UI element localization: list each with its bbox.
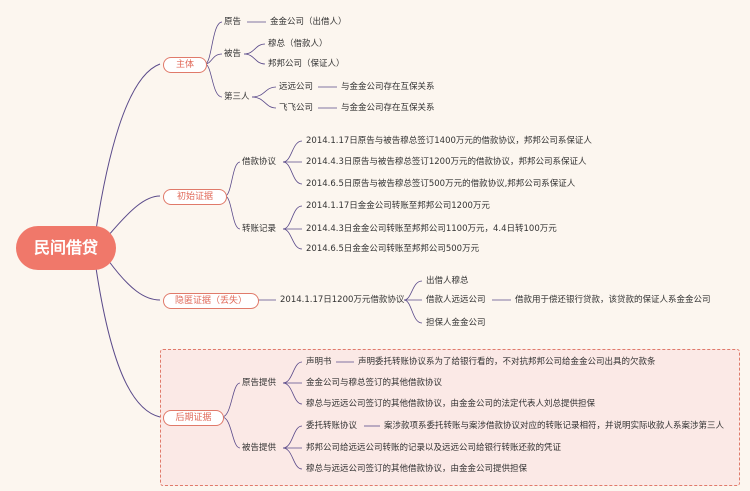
node-weituo-value[interactable]: 案涉款项系委托转账与案涉借款协议对应的转账记录相符，并说明实际收款人系案涉第三人 xyxy=(384,421,725,431)
node-weituo[interactable]: 委托转账协议 xyxy=(306,421,358,431)
later-evidence-highlight-area xyxy=(160,349,740,486)
node-zhuanzhang-1[interactable]: 2014.1.17日金金公司转账至邦邦公司1200万元 xyxy=(306,201,490,211)
section-chushi[interactable]: 初始证据 xyxy=(163,189,227,205)
node-yuangao-value[interactable]: 金金公司（出借人） xyxy=(270,17,347,27)
node-feifei[interactable]: 飞飞公司 xyxy=(279,103,314,113)
node-danbaoren[interactable]: 担保人金金公司 xyxy=(426,318,486,328)
node-beigao-mu[interactable]: 穆总（借款人） xyxy=(268,39,328,49)
node-jiekuan-2[interactable]: 2014.4.3日原告与被告穆总签订1200万元的借款协议，邦邦公司系保证人 xyxy=(306,157,587,167)
node-jiekuanren-value[interactable]: 借款用于偿还银行贷款，该贷款的保证人系金金公司 xyxy=(515,295,711,305)
node-yinni-xieyi[interactable]: 2014.1.17日1200万元借款协议 xyxy=(280,295,405,305)
node-zhuanzhang[interactable]: 转账记录 xyxy=(242,224,277,234)
node-zhuanzhang-3[interactable]: 2014.6.5日金金公司转账至邦邦公司500万元 xyxy=(306,244,480,254)
node-beigao-tigong[interactable]: 被告提供 xyxy=(242,443,277,453)
node-yuangao-3[interactable]: 穆总与远远公司签订的其他借款协议，由金金公司的法定代表人刘总提供担保 xyxy=(306,399,596,409)
node-yuangao-2[interactable]: 金金公司与穆总签订的其他借款协议 xyxy=(306,378,443,388)
section-houqi[interactable]: 后期证据 xyxy=(163,410,224,426)
line-root-yinni xyxy=(107,259,161,301)
node-beigao-bangbang[interactable]: 邦邦公司（保证人） xyxy=(268,59,345,69)
node-jiekuan-3[interactable]: 2014.6.5日原告与被告穆总签订500万元的借款协议,邦邦公司系保证人 xyxy=(306,179,576,189)
node-disanren[interactable]: 第三人 xyxy=(224,92,250,102)
node-jiekuanren[interactable]: 借款人远远公司 xyxy=(426,295,486,305)
node-chujieren[interactable]: 出借人穆总 xyxy=(426,276,469,286)
line-root-houqi xyxy=(95,267,161,418)
root-node[interactable]: 民间借贷 xyxy=(16,226,116,270)
line-root-chushi xyxy=(107,195,161,237)
node-jiekuan-xieyi[interactable]: 借款协议 xyxy=(242,157,277,167)
node-beigao-2[interactable]: 邦邦公司给远远公司转账的记录以及远远公司给银行转账还款的凭证 xyxy=(306,443,562,453)
section-zhuti[interactable]: 主体 xyxy=(163,57,207,73)
node-yuangao[interactable]: 原告 xyxy=(224,17,242,27)
node-yuanyuan-value[interactable]: 与金金公司存在互保关系 xyxy=(341,82,435,92)
node-jiekuan-1[interactable]: 2014.1.17日原告与被告穆总签订1400万元的借款协议，邦邦公司系保证人 xyxy=(306,136,592,146)
node-yuanyuan[interactable]: 远远公司 xyxy=(279,82,314,92)
node-zhuanzhang-2[interactable]: 2014.4.3日金金公司转账至邦邦公司1100万元，4.4日转100万元 xyxy=(306,224,557,234)
node-beigao[interactable]: 被告 xyxy=(224,49,242,59)
node-beigao-3[interactable]: 穆总与远远公司签订的其他借款协议，由金金公司提供担保 xyxy=(306,464,528,474)
node-feifei-value[interactable]: 与金金公司存在互保关系 xyxy=(341,103,435,113)
node-shengmingshu[interactable]: 声明书 xyxy=(306,357,332,367)
node-yuangao-tigong[interactable]: 原告提供 xyxy=(242,378,277,388)
section-yinni[interactable]: 隐匿证据（丢失） xyxy=(163,293,259,309)
node-shengmingshu-value[interactable]: 声明委托转账协议系为了给银行看的，不对抗邦邦公司给金金公司出具的欠款条 xyxy=(358,357,656,367)
line-root-zhuti xyxy=(95,63,161,231)
